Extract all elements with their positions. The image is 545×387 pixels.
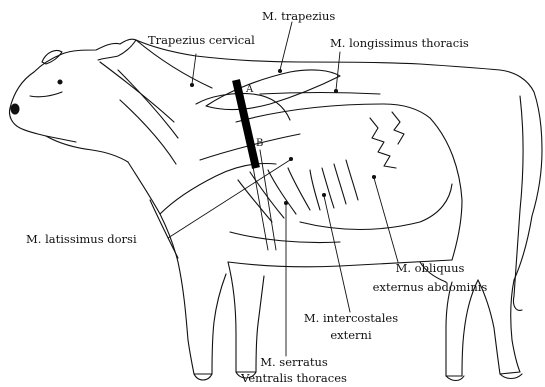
trapezius-thoracic-muscle xyxy=(206,70,340,110)
leader-latissimus xyxy=(168,160,290,238)
leader-lines xyxy=(168,22,398,356)
hind-hoof-2 xyxy=(446,376,464,381)
dot-trapezius-cervical xyxy=(190,83,193,86)
intercostal-line-2 xyxy=(322,168,334,208)
marker-b: B xyxy=(256,138,263,149)
dewlap xyxy=(150,200,178,258)
label-m-intercostales-line2: externi xyxy=(296,329,406,342)
hind-leg-inner xyxy=(446,280,478,376)
hind-leg-outline xyxy=(478,216,532,374)
marker-a: A xyxy=(246,84,253,95)
serratus-line-4 xyxy=(288,168,310,210)
label-m-obliquus: M. obliquus externus abdominis xyxy=(360,262,500,294)
label-m-longissimus-thoracis: M. longissimus thoracis xyxy=(330,37,469,50)
serratus-line-1 xyxy=(238,180,272,222)
neck-underside xyxy=(128,162,178,262)
obliquus-muscle xyxy=(300,184,452,230)
dot-serratus xyxy=(284,201,287,204)
hind-hoof xyxy=(500,374,522,379)
longissimus-muscle xyxy=(260,93,380,95)
dot-m-trapezius xyxy=(278,69,281,72)
label-trapezius-cervical: Trapezius cervical xyxy=(148,34,255,47)
jaw-outline xyxy=(46,136,128,162)
neck-muscle-1 xyxy=(100,62,174,122)
dot-latissimus xyxy=(289,157,292,160)
ribcage-lower xyxy=(230,232,340,243)
leader-intercostales xyxy=(324,196,350,312)
leader-obliquus xyxy=(374,178,398,262)
label-m-intercostales: M. intercostales externi xyxy=(296,312,406,342)
label-m-serratus-line2: Ventralis thoraces xyxy=(234,372,354,385)
label-m-obliquus-line1: M. obliquus xyxy=(360,262,500,275)
front-hoof xyxy=(194,374,212,380)
leader-extra-2 xyxy=(260,150,276,250)
hip-contour xyxy=(430,118,462,260)
trapezius-cervical-muscle xyxy=(136,40,212,88)
ear-outline xyxy=(42,50,62,64)
head-outline xyxy=(10,39,136,108)
front-leg-outline xyxy=(178,262,226,374)
neck-muscle-3 xyxy=(120,100,176,164)
face-line xyxy=(30,92,62,97)
eye xyxy=(58,80,62,84)
dot-longissimus xyxy=(334,89,337,92)
label-m-intercostales-line1: M. intercostales xyxy=(296,312,406,325)
obliquus-zigzag xyxy=(370,118,396,168)
dot-intercostales xyxy=(322,193,325,196)
intercostal-line-3 xyxy=(334,164,346,204)
intercostal-line-4 xyxy=(346,160,358,200)
label-m-serratus: M. serratus Ventralis thoraces xyxy=(234,356,354,385)
label-m-trapezius: M. trapezius xyxy=(262,10,335,23)
rump-outline xyxy=(532,92,542,216)
intercostal-line-1 xyxy=(310,170,320,210)
label-m-obliquus-line2: externus abdominis xyxy=(360,281,500,294)
leader-longissimus xyxy=(336,52,340,90)
label-m-serratus-line1: M. serratus xyxy=(234,356,354,369)
muzzle-outline xyxy=(9,108,76,142)
label-m-latissimus-dorsi: M. latissimus dorsi xyxy=(26,233,137,246)
obliquus-zigzag-2 xyxy=(392,112,404,144)
latissimus-muscle-top xyxy=(236,104,430,122)
nostril xyxy=(11,104,19,114)
leader-m-trapezius xyxy=(280,22,292,70)
dot-obliquus xyxy=(372,175,375,178)
